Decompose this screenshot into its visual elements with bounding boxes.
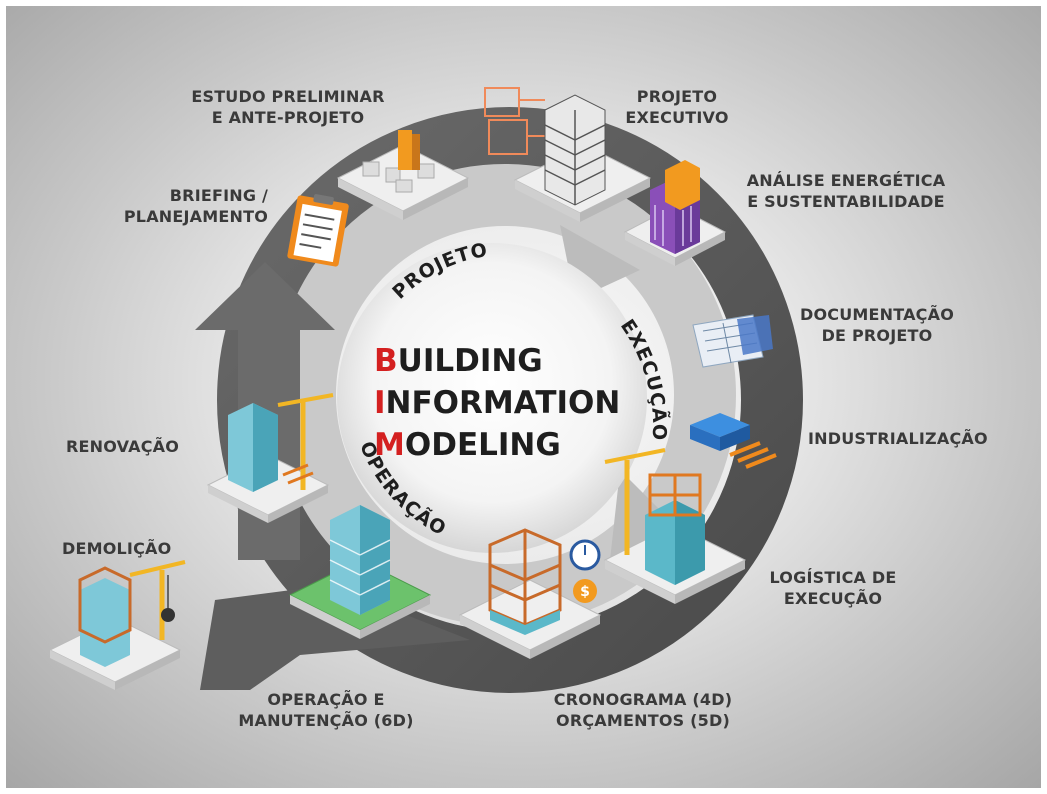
- title-line-modeling: MODELING: [374, 427, 561, 463]
- label-briefing: BRIEFING /PLANEJAMENTO: [123, 186, 268, 226]
- bim-title: BUILDING INFORMATION MODELING: [374, 340, 620, 466]
- title-line-information: INFORMATION: [374, 385, 621, 421]
- label-cronograma: CRONOGRAMA (4D)ORÇAMENTOS (5D): [553, 690, 733, 730]
- stopwatch-budget-icon: $: [458, 528, 602, 659]
- highrise-blueprint-icon: [484, 87, 652, 222]
- energy-tower-icon: [623, 160, 727, 266]
- label-industrializacao: INDUSTRIALIZAÇÃO: [808, 429, 988, 448]
- label-renovacao: RENOVAÇÃO: [66, 437, 180, 456]
- wrecking-ball-icon: [48, 560, 186, 690]
- label-demolicao: DEMOLIÇÃO: [62, 539, 172, 558]
- central-hub: [337, 243, 647, 553]
- clipboard-icon: [287, 194, 349, 267]
- finished-building-icon: [288, 505, 432, 639]
- prefab-module-icon: [690, 413, 777, 469]
- svg-text:$: $: [580, 584, 590, 600]
- title-line-building: BUILDING: [374, 343, 543, 379]
- massing-model-icon: [336, 130, 470, 220]
- blueprint-sheet-icon: [692, 314, 773, 368]
- crane-construction-icon: [603, 448, 747, 604]
- renovation-crane-icon: [206, 393, 334, 523]
